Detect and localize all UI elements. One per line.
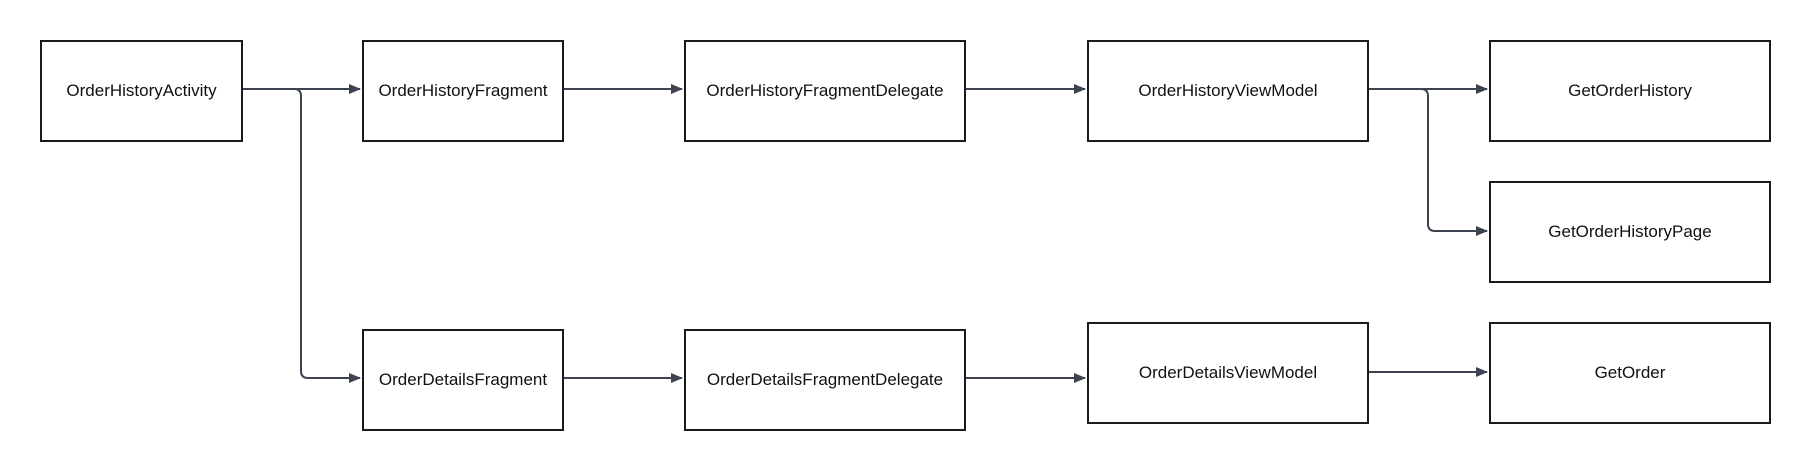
- node-get-order-history: GetOrderHistory: [1489, 40, 1771, 142]
- edge-activity-to-details-fragment: [242, 88, 361, 383]
- node-order-details-view-model: OrderDetailsViewModel: [1087, 322, 1369, 424]
- node-order-history-view-model: OrderHistoryViewModel: [1087, 40, 1369, 142]
- node-order-history-fragment: OrderHistoryFragment: [362, 40, 564, 142]
- node-order-details-fragment: OrderDetailsFragment: [362, 329, 564, 431]
- node-get-order-history-page: GetOrderHistoryPage: [1489, 181, 1771, 283]
- edge-history-viewmodel-to-get-order-history-page: [1368, 88, 1488, 236]
- node-order-details-fragment-delegate: OrderDetailsFragmentDelegate: [684, 329, 966, 431]
- node-get-order: GetOrder: [1489, 322, 1771, 424]
- node-order-history-fragment-delegate: OrderHistoryFragmentDelegate: [684, 40, 966, 142]
- node-order-history-activity: OrderHistoryActivity: [40, 40, 243, 142]
